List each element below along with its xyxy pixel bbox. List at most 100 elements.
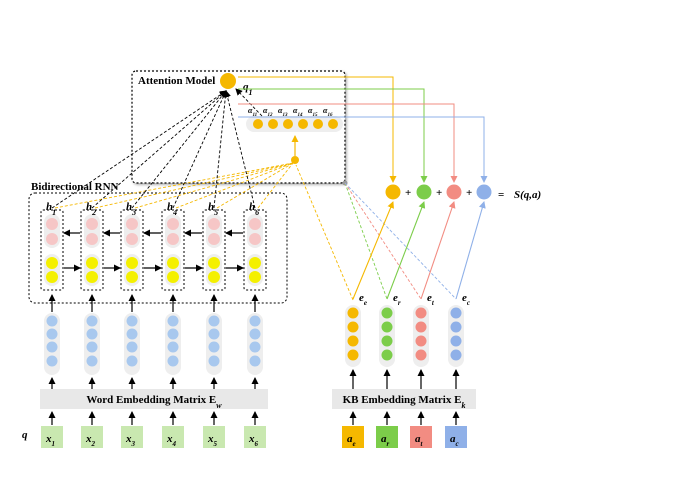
forward-node (126, 257, 138, 269)
backward-node (167, 218, 179, 230)
kb-embedding-label: KB Embedding Matrix Ek (343, 394, 466, 410)
input-word-label: x5 (207, 433, 218, 448)
embedding-node (167, 315, 179, 327)
kb-embedding-label: ec (462, 292, 470, 307)
query-to-score-line (238, 116, 488, 183)
kb-embedding-node (450, 349, 462, 361)
embedding-node (167, 328, 179, 340)
input-word-box (162, 426, 184, 448)
forward-node (86, 271, 98, 283)
ee-to-attention-line (295, 164, 354, 301)
score-node (446, 184, 462, 200)
input-word-box (244, 426, 266, 448)
answer-aspect-label: ae (347, 433, 356, 448)
forward-node (46, 271, 58, 283)
embedding-node (126, 341, 138, 353)
forward-node (126, 271, 138, 283)
alpha-label: α13 (278, 106, 288, 118)
embedding-node (126, 315, 138, 327)
score-node (385, 184, 401, 200)
embedding-node (46, 355, 58, 367)
embedding-node (46, 328, 58, 340)
forward-node (249, 257, 261, 269)
input-word-label: x3 (125, 433, 136, 448)
attention-model-box (131, 70, 346, 184)
kb-embedding-node (450, 321, 462, 333)
input-word-box (121, 426, 143, 448)
forward-node (249, 271, 261, 283)
embedding-node (249, 355, 261, 367)
alpha-label: α15 (308, 106, 318, 118)
embedding-node (167, 341, 179, 353)
backward-node (46, 233, 58, 245)
backward-node (86, 218, 98, 230)
score-combination: +++ (238, 76, 492, 300)
alpha-weight-nodes (253, 119, 338, 129)
kb-embedding-node (347, 349, 359, 361)
hidden-to-alpha-line (257, 162, 294, 209)
answer-aspect-box (445, 426, 467, 448)
kb-embedding-node (415, 307, 427, 319)
kb-embedding-node (347, 335, 359, 347)
score-label: S(q,a) (514, 189, 541, 201)
embedding-node (46, 315, 58, 327)
kb-embedding-node (381, 335, 393, 347)
q1-label: q1 (243, 81, 253, 97)
forward-node (208, 257, 220, 269)
alpha-label: α11 (248, 106, 257, 118)
kb-embedding-node (415, 349, 427, 361)
query-vector-node (220, 73, 236, 89)
backward-node (249, 233, 261, 245)
kb-embedding-node (381, 307, 393, 319)
kb-embedding-node (450, 335, 462, 347)
hidden-state-label: h3 (126, 201, 136, 217)
alpha-node (283, 119, 293, 129)
kb-embedding-label: et (427, 292, 435, 307)
kb-embedding-node (381, 349, 393, 361)
backward-node (86, 233, 98, 245)
kb-to-score-arrow (455, 201, 486, 300)
hidden-to-attention-line (224, 90, 256, 209)
hidden-state-label: h2 (86, 201, 96, 217)
answer-aspect-box (376, 426, 398, 448)
embedding-node (86, 315, 98, 327)
embedding-node (208, 315, 220, 327)
alpha-node (313, 119, 323, 129)
forward-node (167, 257, 179, 269)
backward-node (208, 218, 220, 230)
word-embedding-matrix (40, 389, 268, 409)
input-word-label: x2 (85, 433, 96, 448)
embedding-node (126, 355, 138, 367)
input-word-box (203, 426, 225, 448)
embedding-node (249, 315, 261, 327)
attention-model-title: Attention Model (138, 75, 215, 87)
backward-node (126, 233, 138, 245)
embedding-node (46, 341, 58, 353)
hidden-to-alpha-line (94, 162, 294, 209)
word-embedding-label: Word Embedding Matrix Ew (86, 394, 222, 410)
kb-embedding-node (381, 321, 393, 333)
input-word-label: x4 (166, 433, 177, 448)
query-to-score-line (238, 88, 428, 183)
input-word-label: x1 (45, 433, 55, 448)
answer-aspect-label: ar (381, 433, 390, 448)
hidden-state-label: h4 (167, 201, 177, 217)
embedding-node (86, 341, 98, 353)
hidden-to-attention-line (131, 90, 227, 209)
kb-embedding-node (415, 335, 427, 347)
embedding-node (208, 328, 220, 340)
score-node (476, 184, 492, 200)
corner-to-kb-line (344, 182, 388, 300)
word-embedding-vectors (44, 294, 263, 425)
hidden-state-label: h5 (208, 201, 218, 217)
kb-to-score-arrow (420, 201, 456, 300)
score-node (416, 184, 432, 200)
corner-to-kb-line (344, 182, 457, 300)
backward-node (249, 218, 261, 230)
embedding-node (249, 341, 261, 353)
alpha-label: α16 (323, 106, 333, 118)
forward-node (86, 257, 98, 269)
